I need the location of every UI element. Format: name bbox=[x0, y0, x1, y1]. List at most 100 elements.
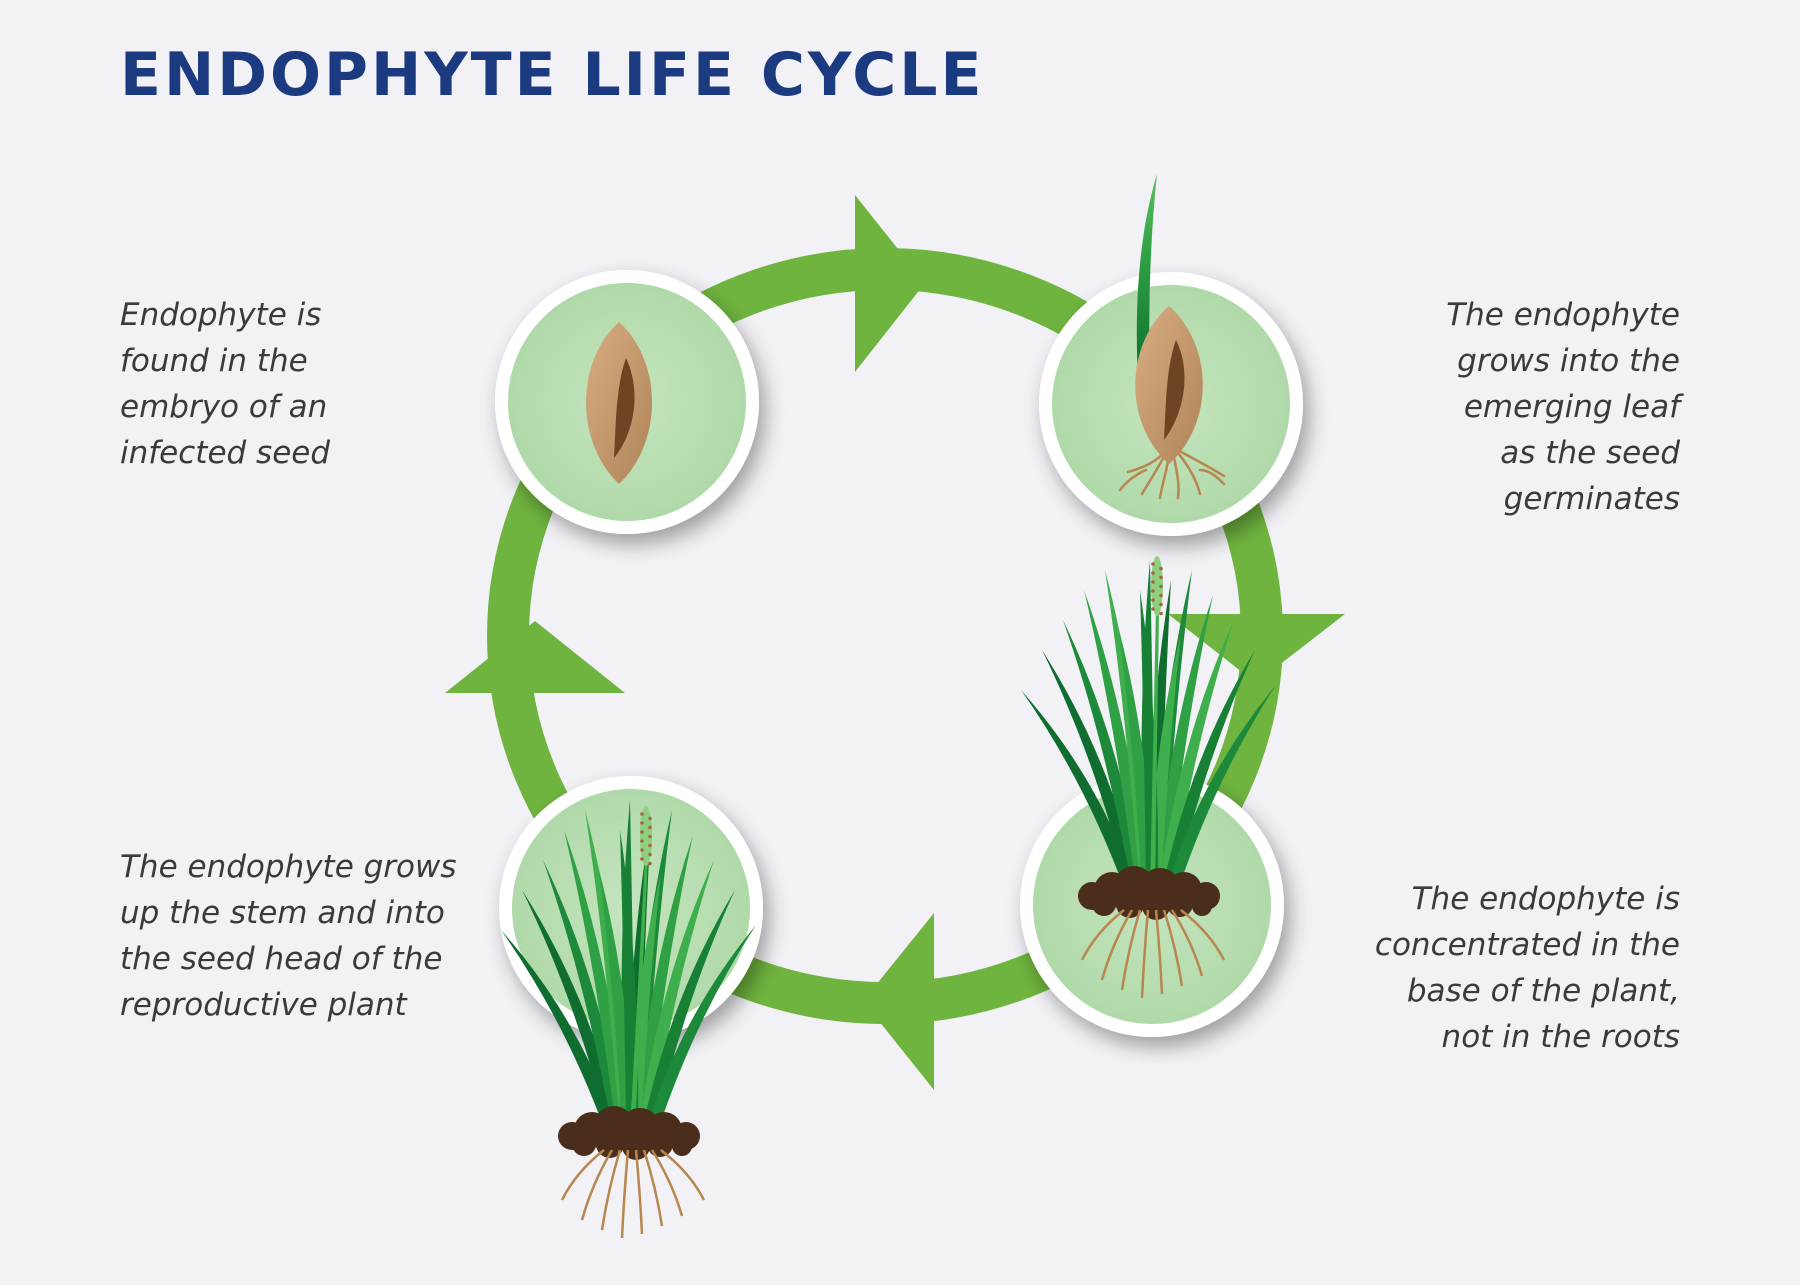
seed-dot bbox=[648, 834, 652, 839]
root bbox=[634, 1149, 644, 1235]
seed-dot bbox=[640, 821, 644, 825]
soil-clump bbox=[647, 1131, 673, 1157]
grass-blade bbox=[1154, 595, 1213, 890]
grass-blade bbox=[1063, 620, 1145, 890]
page-title: ENDOPHYTE LIFE CYCLE bbox=[120, 40, 985, 110]
caption-line: The endophyte grows bbox=[120, 849, 457, 885]
caption-vegetative: The endophyte is concentrated in the bas… bbox=[1375, 876, 1680, 1060]
caption-line: emerging leaf bbox=[1463, 389, 1680, 425]
stage-reproductive bbox=[499, 776, 763, 1239]
seed-dot bbox=[1151, 607, 1155, 611]
root bbox=[1080, 909, 1125, 961]
arrow-down-icon bbox=[1168, 614, 1345, 683]
grass-blade bbox=[522, 890, 621, 1130]
caption-line: concentrated in the bbox=[1374, 927, 1680, 963]
germinating-seed-icon bbox=[1118, 174, 1226, 500]
seed-dot bbox=[1159, 575, 1163, 580]
seed-dot bbox=[1159, 584, 1163, 589]
stage-seed bbox=[495, 270, 759, 534]
seed-icon bbox=[586, 322, 652, 484]
grass-blade bbox=[1021, 690, 1137, 890]
caption-line: infected seed bbox=[120, 435, 331, 471]
grass-blade bbox=[638, 860, 714, 1130]
seed-dot bbox=[1151, 571, 1155, 575]
caption-line: grows into the bbox=[1457, 343, 1680, 379]
grass-blade bbox=[1166, 685, 1276, 890]
stage-vegetative bbox=[1020, 556, 1284, 1037]
grass-blade bbox=[620, 830, 639, 1130]
caption-line: up the stem and into bbox=[120, 895, 445, 931]
root bbox=[1154, 909, 1164, 995]
arrow-up-icon bbox=[445, 621, 625, 693]
seed-dot bbox=[640, 848, 644, 852]
stage-germinating bbox=[1039, 174, 1303, 536]
grass-blade bbox=[1042, 650, 1141, 890]
root bbox=[660, 1149, 706, 1201]
flowering-grass-icon bbox=[501, 800, 756, 1239]
root bbox=[1120, 909, 1142, 991]
seed-dot bbox=[1159, 602, 1163, 607]
caption-line: The endophyte is bbox=[1411, 881, 1680, 917]
root bbox=[580, 1149, 614, 1221]
grass-blade bbox=[634, 835, 693, 1130]
root bbox=[650, 1149, 684, 1217]
caption-line: reproductive plant bbox=[120, 987, 407, 1023]
grass-blade bbox=[501, 930, 617, 1130]
seed-dot bbox=[1159, 593, 1163, 598]
seed-dot bbox=[648, 816, 652, 821]
caption-germinating: The endophyte grows into the emerging le… bbox=[1446, 292, 1680, 522]
root bbox=[620, 1149, 630, 1239]
seed-dot bbox=[1151, 598, 1155, 602]
root bbox=[1100, 909, 1134, 981]
soil-clump bbox=[672, 1136, 692, 1156]
grass-blade bbox=[1158, 620, 1234, 890]
soil-clump bbox=[1142, 892, 1170, 920]
seed-dot bbox=[640, 812, 644, 816]
seed-dot bbox=[648, 825, 652, 830]
root bbox=[560, 1149, 605, 1201]
caption-line: the seed head of the bbox=[120, 941, 443, 977]
caption-line: as the seed bbox=[1500, 435, 1680, 471]
flower-stem bbox=[630, 858, 648, 1130]
soil-clump bbox=[1092, 892, 1116, 916]
soil-clump bbox=[1192, 896, 1212, 916]
caption-line: embryo of an bbox=[120, 389, 328, 425]
seed-dot bbox=[1159, 566, 1163, 571]
seed-dot bbox=[648, 852, 652, 857]
root bbox=[600, 1149, 622, 1231]
caption-line: not in the roots bbox=[1441, 1019, 1680, 1055]
caption-seed: Endophyte is found in the embryo of an i… bbox=[120, 292, 330, 476]
caption-line: The endophyte bbox=[1446, 297, 1680, 333]
seed-dot bbox=[640, 857, 644, 861]
root bbox=[1180, 909, 1226, 961]
caption-line: germinates bbox=[1503, 481, 1680, 517]
seed-dot bbox=[1159, 611, 1163, 616]
soil-clump bbox=[622, 1132, 650, 1160]
seed-dot bbox=[648, 861, 652, 866]
caption-line: Endophyte is bbox=[120, 297, 322, 333]
caption-reproductive: The endophyte grows up the stem and into… bbox=[120, 844, 457, 1028]
grass-blade bbox=[646, 925, 756, 1130]
grass-blade bbox=[543, 860, 625, 1130]
root bbox=[642, 1149, 664, 1227]
root bbox=[1140, 909, 1150, 999]
seed-dot bbox=[648, 843, 652, 848]
seed-dot bbox=[640, 830, 644, 834]
soil-clump bbox=[1167, 891, 1193, 917]
soil-clump bbox=[572, 1132, 596, 1156]
seed-dot bbox=[1151, 562, 1155, 566]
flower-stem bbox=[1150, 608, 1159, 890]
grass-plant-icon bbox=[1021, 556, 1276, 999]
grass-blade bbox=[564, 830, 628, 1130]
seed-dot bbox=[640, 839, 644, 843]
caption-line: base of the plant, bbox=[1406, 973, 1680, 1009]
seed-dot bbox=[1151, 589, 1155, 593]
root bbox=[1162, 909, 1184, 987]
grass-blade bbox=[1162, 650, 1255, 890]
caption-line: found in the bbox=[120, 343, 308, 379]
root bbox=[1170, 909, 1204, 977]
seed-dot bbox=[1151, 580, 1155, 584]
grass-blade bbox=[642, 890, 735, 1130]
arrow-right-icon bbox=[855, 195, 925, 372]
